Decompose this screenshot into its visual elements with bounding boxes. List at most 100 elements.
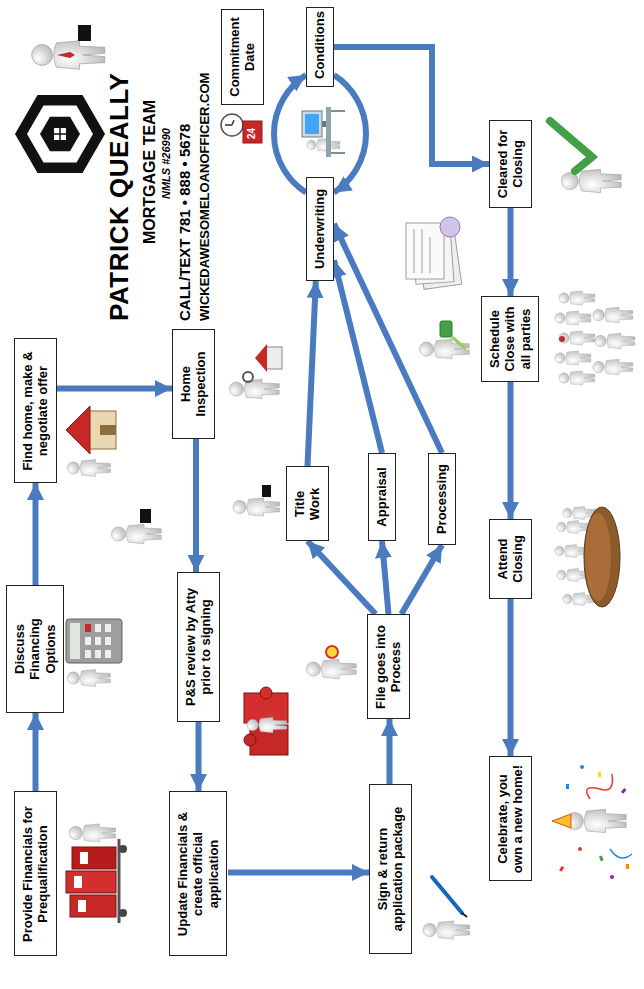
house-icon-part [67, 460, 110, 477]
flow-arrow [508, 382, 514, 519]
inspector-figure-part [255, 344, 267, 372]
box-label: Discuss Financing Options [12, 593, 59, 705]
process-box: Commitment Date [221, 9, 264, 105]
box-label: P&S review by Atty prior to signing [183, 580, 214, 714]
computer-desk-part [326, 107, 331, 157]
celebration-figure-part [559, 866, 564, 872]
title-figure-part [262, 485, 271, 497]
clock-calendar-part [243, 121, 262, 143]
binders-icon-part [70, 895, 116, 917]
flow-arrow [382, 541, 389, 614]
website-address: WICKEDAWESOMELOANOFFICER.COM [197, 73, 213, 321]
license-number: NMLS #26990 [160, 128, 173, 199]
process-box: Discuss Financing Options [6, 585, 65, 713]
title-figure-part [233, 498, 280, 516]
closing-table [555, 507, 620, 608]
calculator-icon [66, 619, 122, 686]
puzzle-icon-part [260, 687, 272, 699]
calendar-day: 24 [246, 128, 258, 139]
loan-officer-figure-part [78, 25, 91, 41]
binders-icon-part [119, 845, 127, 853]
process-box: Provide Financials for Prequalification [14, 792, 57, 957]
paper-stack-part [406, 223, 444, 279]
process-box: P&S review by Atty prior to signing [177, 572, 220, 722]
paper-stack [406, 217, 462, 289]
inspector-figure-part [243, 372, 253, 382]
closing-table-part [557, 521, 590, 534]
calculator-icon-part [105, 650, 111, 658]
puzzle-icon-part [244, 734, 256, 746]
puzzle-icon-part [247, 717, 287, 733]
paper-stack-part [414, 229, 430, 273]
process-box: Conditions [306, 7, 334, 87]
box-label: Conditions [312, 15, 328, 79]
appraiser-figure [419, 321, 469, 359]
process-box: Celebrate, you own a new home! [489, 757, 532, 882]
clock-calendar-part [225, 120, 234, 125]
flow-arrow [334, 75, 366, 193]
people-group-part [559, 371, 595, 385]
celebration-figure-part [626, 864, 629, 869]
celebration-figure-part [621, 788, 627, 794]
celebration-figure-part [610, 849, 632, 858]
company-logo-part [40, 117, 80, 152]
clock-calendar-part [221, 114, 243, 136]
flow-arrow [334, 260, 382, 453]
attorney-figure-part [140, 509, 151, 523]
celebration-figure-part [552, 814, 571, 828]
flow-arrow [228, 870, 369, 876]
binders-icon [66, 824, 127, 923]
celebration-figure-part [610, 875, 614, 879]
people-group-part [593, 307, 633, 323]
signing-figure [423, 877, 470, 939]
company-logo-part [54, 128, 66, 140]
computer-desk-part [322, 121, 326, 127]
box-label: Celebrate, you own a new home! [495, 765, 526, 874]
box-label: Update Financials & create official appl… [175, 800, 222, 949]
loan-officer-figure [32, 25, 105, 69]
process-box: Processing [428, 453, 456, 545]
flow-arrow [334, 47, 489, 164]
process-box: Cleared for Closing [489, 120, 532, 208]
company-logo [15, 95, 105, 173]
celebration-figure-part [566, 784, 569, 789]
box-label: Cleared for Closing [495, 128, 526, 200]
appraiser-figure-part [440, 321, 452, 337]
computer-desk [302, 107, 345, 157]
closing-table-part [555, 545, 588, 558]
computer-desk-part [307, 139, 340, 152]
people-group-part [559, 336, 565, 342]
celebration-figure [552, 765, 632, 879]
loan-officer-figure-part [32, 41, 105, 70]
signing-figure-part [432, 877, 462, 913]
house-icon-part [88, 411, 116, 449]
process-box: File goes into Process [367, 615, 410, 720]
inspector-figure-part [229, 379, 279, 399]
calculator-icon-part [95, 637, 101, 645]
inspector-figure-part [266, 347, 282, 369]
calculator-icon-part [85, 624, 91, 632]
process-box: Attend Closing [489, 519, 532, 599]
flow-arrow [508, 208, 514, 296]
celebration-figure-part [598, 772, 601, 777]
process-box: Underwriting [306, 177, 334, 281]
process-box: Appraisal [368, 453, 396, 541]
house-icon-part [100, 425, 116, 435]
phone-number: CALL/TEXT 781 • 888 • 5678 [176, 124, 194, 321]
box-label: File goes into Process [373, 623, 404, 712]
file-figure-part [326, 646, 338, 658]
title-figure [233, 485, 280, 516]
brand-subtitle: MORTGAGE TEAM [140, 100, 159, 244]
house-icon-part [66, 406, 90, 454]
calculator-icon-part [105, 637, 111, 645]
company-logo-part [15, 95, 105, 173]
appraiser-figure-part [452, 337, 466, 349]
flow-arrow [508, 599, 514, 756]
binders-icon-part [69, 824, 116, 842]
people-group-part [593, 359, 633, 375]
process-box: Find home, make & negotiate offer [14, 339, 57, 484]
signing-figure-part [423, 921, 470, 939]
celebration-figure-part [599, 855, 604, 861]
flow-arrow [33, 713, 39, 791]
